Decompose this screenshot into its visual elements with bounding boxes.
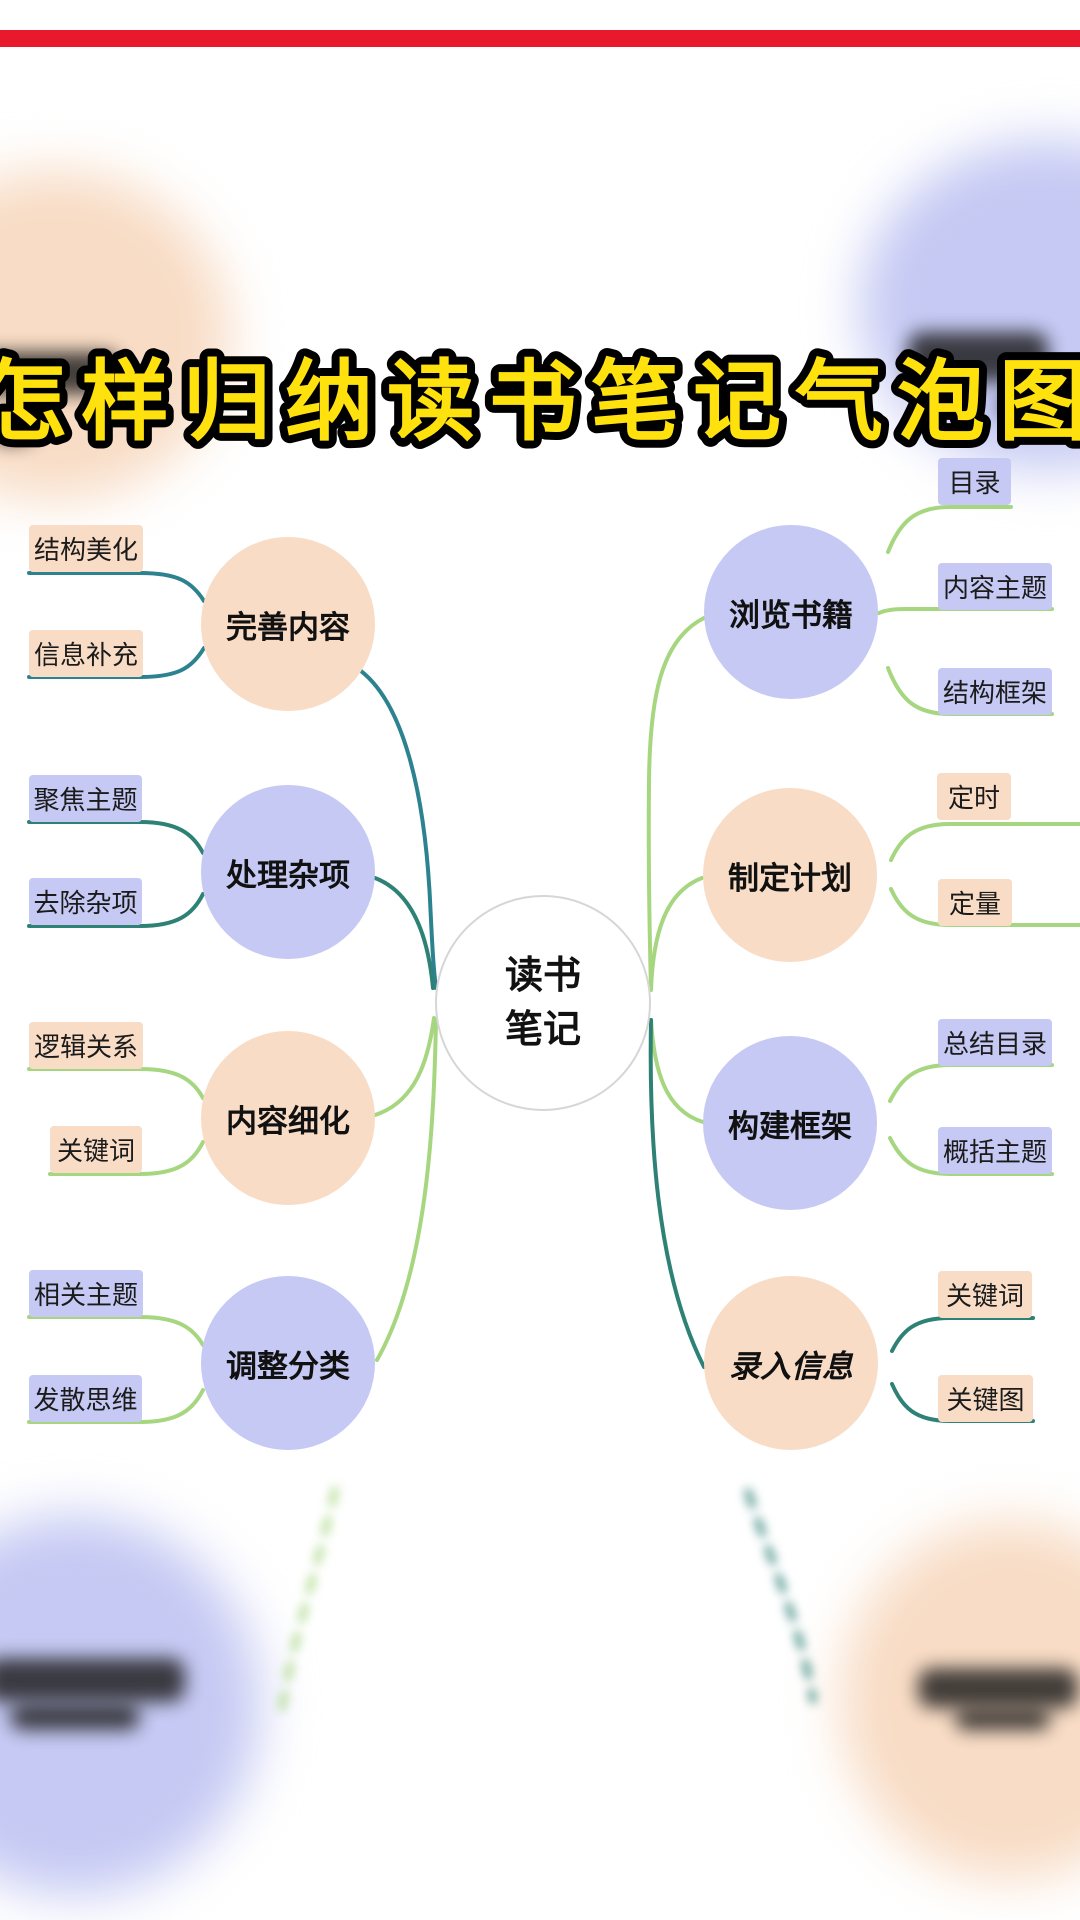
leaf-box[interactable]: 定量 [938,879,1012,926]
leaf-connector [889,822,1080,862]
leaf-box[interactable]: 总结目录 [938,1019,1052,1066]
blurred-dashed-lines [277,1486,817,1719]
blurred-text-smudge [918,1668,1078,1708]
leaf-connector [48,1140,205,1176]
branch-refine-content[interactable]: 内容细化 [201,1031,375,1205]
blurred-text-smudge [908,332,1048,382]
leaf-box[interactable]: 结构框架 [938,668,1052,715]
branch-handle-misc[interactable]: 处理杂项 [201,785,375,959]
leaf-connector [888,1136,1054,1176]
leaf-connector [27,892,205,928]
leaf-box[interactable]: 概括主题 [938,1127,1052,1174]
leaf-box[interactable]: 相关主题 [29,1270,143,1317]
leaf-connector [27,1315,205,1347]
leaf-connector [27,820,205,855]
center-node-line1: 读书 [504,955,581,997]
branch-make-plan[interactable]: 制定计划 [703,788,877,962]
leaf-box[interactable]: 关键词 [50,1126,142,1173]
branch-browse-books[interactable]: 浏览书籍 [704,525,878,699]
leaf-connector [27,571,206,603]
leaf-connector [27,1067,205,1100]
leaf-connector [27,646,206,679]
blurred-text-smudge [0,415,35,443]
leaf-connector [27,1388,205,1424]
blurred-text-smudge [0,1658,185,1702]
leaf-connector [886,505,1013,554]
page-title: 怎样归纳读书笔记气泡图 [0,352,1080,451]
leaf-box[interactable]: 关键图 [938,1375,1033,1422]
leaf-box[interactable]: 内容主题 [938,563,1052,610]
blurred-text-smudge [955,1708,1050,1730]
leaf-box[interactable]: 聚焦主题 [29,775,142,822]
leaf-box[interactable]: 去除杂项 [29,878,142,925]
leaf-connector [890,1316,1035,1353]
branch-perfect-content[interactable]: 完善内容 [201,537,375,711]
blurred-text-smudge [1000,392,1060,418]
blurred-text-smudge [0,352,120,394]
trunk-connector [649,1018,705,1124]
leaf-connector [888,1063,1054,1103]
leaf-box[interactable]: 信息补充 [29,630,143,677]
trunk-connector [375,1018,438,1362]
trunk-connector [646,616,706,990]
branch-build-framework[interactable]: 构建框架 [703,1036,877,1210]
center-node[interactable]: 读书 笔记 [435,895,651,1111]
trunk-connector [373,1016,436,1117]
blurred-text-smudge [10,1704,140,1730]
trunk-connector [350,663,438,990]
top-red-bar [0,30,1080,47]
leaf-box[interactable]: 目录 [938,458,1011,505]
dashed-line-right [744,1488,817,1704]
leaf-box[interactable]: 定时 [937,773,1011,820]
branch-adjust-category[interactable]: 调整分类 [201,1276,375,1450]
trunk-connector [373,876,435,990]
leaf-box[interactable]: 关键词 [938,1271,1032,1318]
dashed-line-left [277,1486,339,1719]
trunk-connector [648,1018,706,1369]
center-node-line2: 笔记 [504,1009,581,1051]
leaf-connector [877,607,1054,615]
branch-enter-info[interactable]: 录入信息 [704,1276,878,1450]
trunk-connector [649,876,704,992]
leaf-box[interactable]: 结构美化 [29,525,143,572]
leaf-box[interactable]: 发散思维 [29,1375,142,1422]
leaf-box[interactable]: 逻辑关系 [29,1022,143,1069]
